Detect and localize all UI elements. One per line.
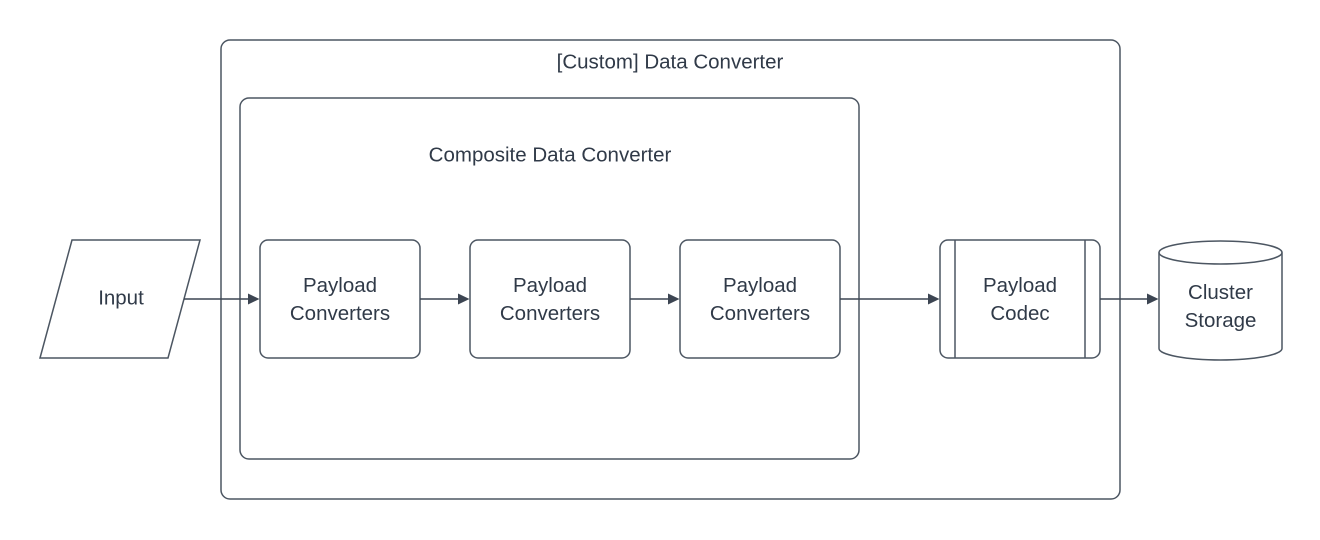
payload-converters-1-label-line1: Payload (303, 274, 377, 297)
payload-codec-node: Payload Codec (939, 239, 1101, 359)
payload-converters-2-label-line1: Payload (513, 274, 587, 297)
payload-codec-label-line2: Codec (990, 302, 1049, 325)
payload-converters-2-shape (469, 239, 631, 359)
payload-converters-node-3: Payload Converters (679, 239, 841, 359)
payload-converters-3-label-line2: Converters (710, 302, 810, 325)
edge-converter2-to-converter3 (630, 293, 680, 305)
payload-converters-3-shape (679, 239, 841, 359)
input-label: Input (98, 287, 144, 310)
arrowhead (668, 293, 680, 305)
cluster-storage-label-line1: Cluster (1188, 281, 1253, 304)
payload-converters-1-label-line2: Converters (290, 302, 390, 325)
input-node: Input (39, 239, 201, 359)
edge-converter1-to-converter2 (420, 293, 470, 305)
custom-data-converter-title: [Custom] Data Converter (557, 51, 784, 74)
composite-data-converter-title: Composite Data Converter (429, 144, 672, 167)
payload-converters-node-1: Payload Converters (259, 239, 421, 359)
edge-input-to-converter1 (184, 293, 260, 305)
arrowhead (458, 293, 470, 305)
payload-converters-2-label-line2: Converters (500, 302, 600, 325)
edge-codec-to-storage (1100, 293, 1159, 305)
payload-converters-3-label-line1: Payload (723, 274, 797, 297)
cluster-storage-label-line2: Storage (1185, 309, 1257, 332)
cluster-storage-body (1158, 240, 1283, 361)
input-shape (39, 239, 201, 359)
arrowhead (928, 293, 940, 305)
arrowhead (1147, 293, 1159, 305)
arrowhead (248, 293, 260, 305)
payload-codec-shape (939, 239, 1101, 359)
payload-codec-label-line1: Payload (983, 274, 1057, 297)
cluster-storage-rim (1158, 252, 1283, 265)
cluster-storage-node: Cluster Storage (1158, 240, 1283, 361)
edge-converter3-to-codec (840, 293, 940, 305)
payload-converters-1-shape (259, 239, 421, 359)
payload-converters-node-2: Payload Converters (469, 239, 631, 359)
